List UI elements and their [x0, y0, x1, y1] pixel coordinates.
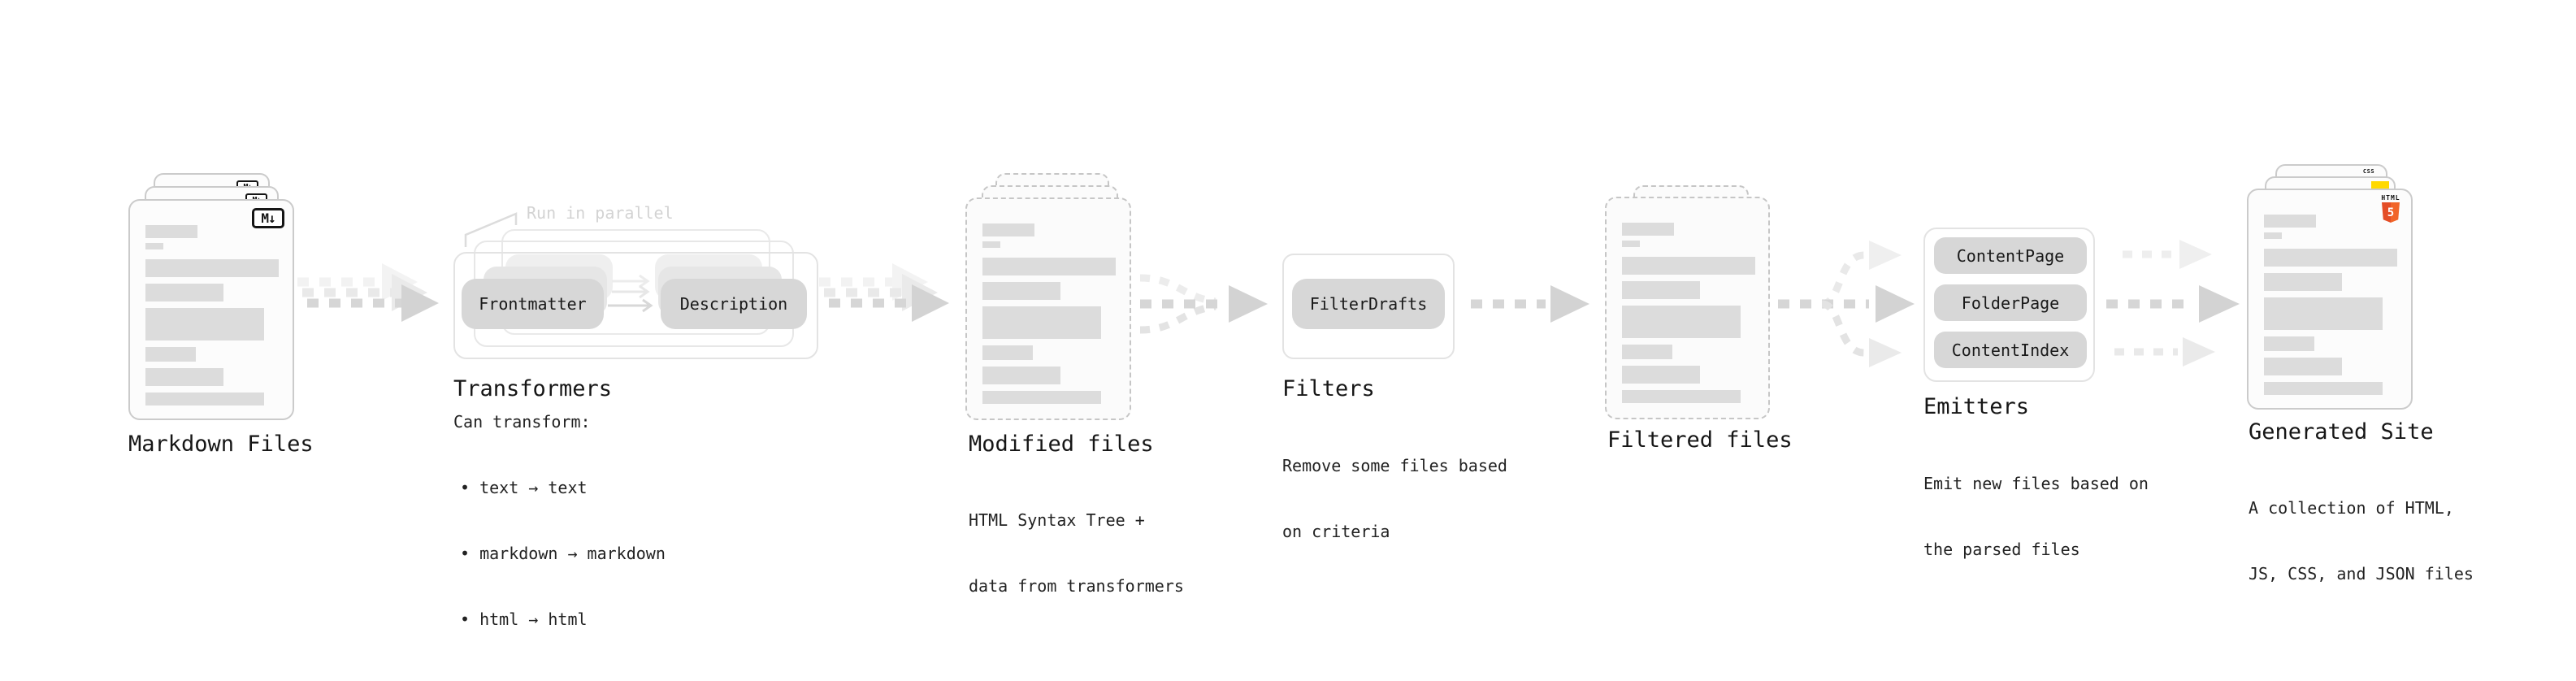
arrow-filtered-to-emitters: [1778, 241, 1915, 367]
arrow-modified-to-filters: [1139, 274, 1268, 334]
doc-bar: [145, 393, 264, 406]
filter-pill-filterdrafts: FilterDrafts: [1292, 279, 1445, 329]
doc-bar: [1622, 390, 1741, 403]
modified-files-caption: HTML Syntax Tree + data from transformer…: [969, 466, 1184, 641]
emitters-caption: Emit new files based on the parsed files: [1923, 429, 2149, 605]
transformer-box: [453, 252, 818, 359]
doc-bar: [1622, 366, 1700, 384]
doc-bar: [982, 258, 1116, 275]
filters-caption: Remove some files based on criteria: [1282, 411, 1507, 587]
bullet-item: • html → html: [460, 609, 588, 629]
html5-icon-shield: 5: [2382, 202, 2400, 223]
caption-line: HTML Syntax Tree +: [969, 510, 1145, 530]
stage-label-filtered-files: Filtered files: [1607, 427, 1793, 453]
doc-content-bars: [145, 225, 279, 406]
transformer-pill-frontmatter: Frontmatter: [462, 279, 604, 329]
doc-bar: [145, 284, 223, 301]
arrow-transformers-to-modified: [819, 263, 949, 322]
doc-bar: [2264, 358, 2342, 375]
doc-bar: [2264, 215, 2316, 228]
caption-line: data from transformers: [969, 576, 1184, 596]
caption-line: Emit new files based on: [1923, 474, 2149, 493]
emitter-pill-contentpage: ContentPage: [1934, 237, 2087, 274]
arrow-markdown-to-transformers: [297, 263, 439, 322]
doc-bar: [1622, 257, 1755, 275]
doc-bar: [145, 368, 223, 386]
stage-label-generated-site: Generated Site: [2249, 419, 2434, 445]
transformers-bullet-list: • text → text • markdown → markdown • ht…: [460, 433, 666, 674]
arrows-emitters-to-site: [2106, 240, 2240, 367]
doc-bar: [145, 259, 279, 277]
site-file-card-html: HTML 5: [2247, 189, 2413, 410]
arrow-filters-to-filtered: [1471, 285, 1589, 323]
transformers-caption-title: Can transform:: [453, 412, 591, 432]
css-icon-label: CSS: [2362, 168, 2375, 175]
doc-bar: [982, 241, 1000, 248]
caption-line: A collection of HTML,: [2249, 498, 2454, 518]
stage-label-modified-files: Modified files: [969, 432, 1154, 457]
doc-bar: [145, 308, 264, 340]
html5-icon-number: 5: [2387, 206, 2395, 219]
doc-bar: [982, 282, 1060, 300]
emitter-pill-folderpage: FolderPage: [1934, 284, 2087, 321]
doc-bar: [2264, 232, 2282, 239]
doc-content-bars: [2264, 215, 2397, 395]
caption-line: Remove some files based: [1282, 456, 1507, 475]
doc-bar: [2264, 297, 2383, 330]
doc-bar: [1622, 306, 1741, 338]
emitter-pill-contentindex: ContentIndex: [1934, 332, 2087, 368]
caption-line: on criteria: [1282, 522, 1390, 541]
doc-bar: [982, 306, 1101, 339]
doc-bar: [1622, 241, 1640, 247]
markdown-file-card: M↓: [128, 199, 294, 420]
modified-file-card: [965, 197, 1131, 420]
doc-content-bars: [1622, 223, 1755, 403]
stage-label-transformers: Transformers: [453, 376, 613, 401]
filtered-file-card: [1605, 197, 1770, 419]
doc-bar: [2264, 336, 2314, 351]
doc-bar: [1622, 223, 1674, 236]
doc-bar: [145, 243, 163, 249]
caption-line: JS, CSS, and JSON files: [2249, 564, 2474, 583]
markdown-icon: M↓: [252, 208, 284, 228]
stage-label-emitters: Emitters: [1923, 394, 2030, 419]
caption-line: the parsed files: [1923, 540, 2080, 559]
doc-bar: [2264, 249, 2397, 267]
stage-label-markdown-files: Markdown Files: [128, 432, 314, 457]
doc-bar: [982, 367, 1060, 384]
doc-bar: [145, 347, 196, 362]
doc-bar: [982, 223, 1034, 236]
css-file-icon: CSS: [2360, 169, 2378, 175]
doc-bar: [1622, 281, 1700, 299]
doc-bar: [1622, 345, 1672, 359]
bullet-item: • text → text: [460, 478, 588, 497]
stage-label-filters: Filters: [1282, 376, 1375, 401]
bullet-item: • markdown → markdown: [460, 544, 666, 563]
doc-bar: [982, 391, 1101, 404]
html5-icon-label: HTML: [2381, 194, 2400, 202]
html5-icon: HTML 5: [2380, 195, 2401, 223]
run-in-parallel-annotation: Run in parallel: [527, 203, 674, 223]
doc-content-bars: [982, 223, 1116, 404]
doc-bar: [2264, 273, 2342, 291]
doc-bar: [982, 345, 1033, 360]
doc-bar: [2264, 382, 2383, 395]
transformer-pill-description: Description: [661, 279, 807, 329]
doc-bar: [145, 225, 197, 238]
generated-site-caption: A collection of HTML, JS, CSS, and JSON …: [2249, 453, 2474, 629]
